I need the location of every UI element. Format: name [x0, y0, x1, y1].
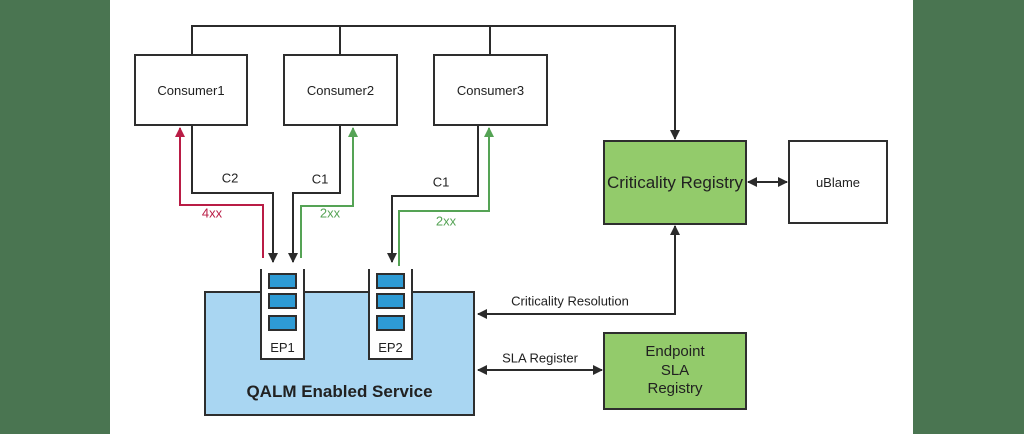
edge-label-c2: C2 [221, 170, 239, 186]
qalm-service-label: QALM Enabled Service [246, 382, 433, 401]
edge-label-2xx-consumer3: 2xx [435, 213, 457, 229]
node-consumer3: Consumer3 [433, 54, 548, 126]
edge-2xx-ep1-to-consumer2 [300, 127, 358, 258]
consumer3-label: Consumer3 [456, 82, 525, 98]
edge-4xx-ep1-to-consumer1 [175, 127, 264, 258]
queue-ep1: EP1 [260, 269, 305, 360]
node-qalm-enabled-service: QALM Enabled Service [204, 291, 475, 416]
consumer1-label: Consumer1 [157, 82, 225, 98]
edge-label-criticality-resolution: Criticality Resolution [511, 293, 629, 309]
queue-ep2: EP2 [368, 269, 413, 360]
node-ublame: uBlame [788, 140, 888, 224]
queue-ep1-item [268, 273, 297, 289]
queue-ep1-item [268, 293, 297, 309]
queue-ep2-item [376, 273, 405, 289]
edge-c2-consumer1-to-ep1 [191, 126, 278, 263]
node-consumer2: Consumer2 [283, 54, 398, 126]
queue-ep1-item [268, 315, 297, 331]
node-consumer1: Consumer1 [134, 54, 248, 126]
edge-label-c1-consumer3: C1 [432, 174, 450, 190]
endpoint-sla-line2: SLA [660, 361, 690, 379]
ep1-label: EP1 [270, 340, 295, 355]
edge-2xx-ep2-to-consumer3 [398, 127, 494, 266]
right-margin-panel [913, 0, 1024, 434]
edge-label-4xx: 4xx [201, 205, 223, 221]
left-margin-panel [0, 0, 110, 434]
edge-c1-consumer3-to-ep2 [387, 126, 479, 263]
queue-ep2-item [376, 315, 405, 331]
edge-label-c1-consumer2: C1 [311, 171, 329, 187]
ep2-label: EP2 [378, 340, 403, 355]
edge-label-sla-register: SLA Register [502, 350, 578, 366]
consumer2-label: Consumer2 [306, 82, 375, 98]
queue-ep2-item [376, 293, 405, 309]
edge-label-2xx-consumer2: 2xx [319, 205, 341, 221]
node-criticality-registry: Criticality Registry [603, 140, 747, 225]
criticality-registry-label: Criticality Registry [606, 172, 744, 192]
node-endpoint-sla-registry: Endpoint SLA Registry [603, 332, 747, 410]
edge-c1-consumer2-to-ep1 [288, 126, 341, 263]
endpoint-sla-line1: Endpoint [645, 342, 705, 360]
endpoint-sla-line3: Registry [647, 380, 703, 398]
ublame-label: uBlame [815, 174, 861, 190]
